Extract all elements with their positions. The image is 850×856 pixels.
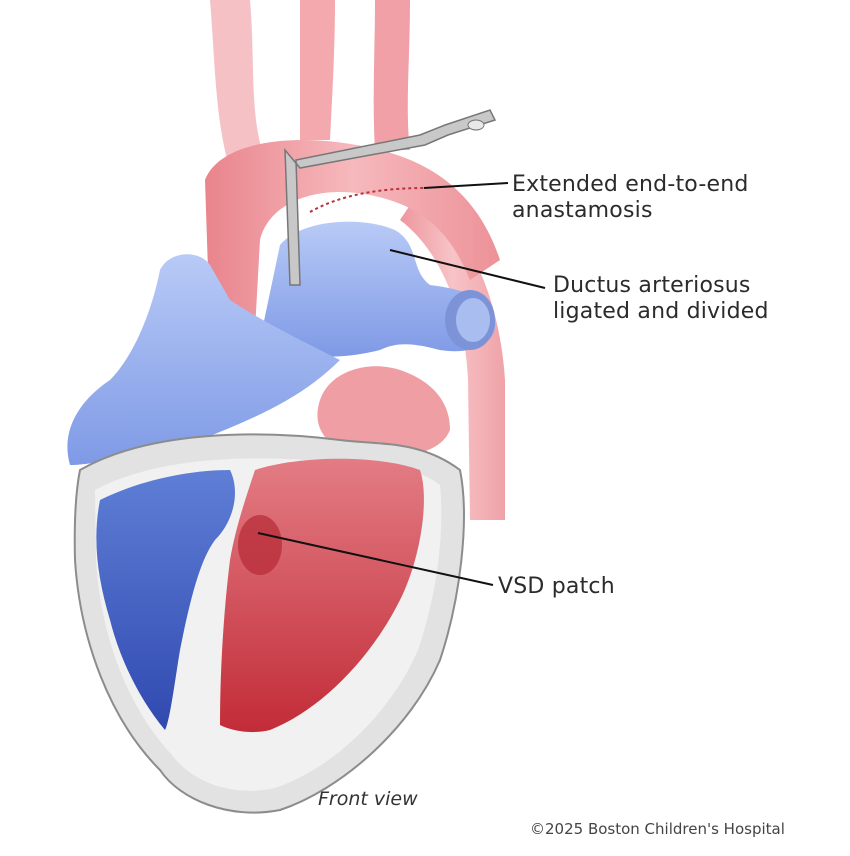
label-anastomosis: Extended end-to-end anastamosis — [512, 172, 749, 224]
right-ventricle — [96, 470, 235, 730]
surgical-clamp — [284, 109, 497, 286]
label-vsd-line1: VSD patch — [498, 574, 615, 599]
view-caption: Front view — [318, 788, 418, 810]
head-vessels — [210, 0, 410, 170]
leader-line-anastomosis — [423, 182, 509, 189]
copyright-credit: ©2025 Boston Children's Hospital — [530, 820, 785, 838]
label-vsd: VSD patch — [498, 574, 615, 600]
suture-line — [309, 187, 426, 213]
label-ductus-line2: ligated and divided — [553, 299, 769, 324]
left-atrium — [317, 366, 450, 457]
label-ductus: Ductus arteriosus ligated and divided — [553, 273, 769, 325]
label-ductus-line1: Ductus arteriosus — [553, 273, 751, 298]
pulmonary-artery — [260, 221, 496, 357]
vsd-patch — [238, 515, 282, 575]
leader-line-ductus — [389, 249, 546, 289]
right-atrium — [67, 254, 340, 465]
leader-line-vsd — [257, 532, 494, 586]
label-anastomosis-line2: anastamosis — [512, 198, 653, 223]
label-anastomosis-line1: Extended end-to-end — [512, 172, 749, 197]
